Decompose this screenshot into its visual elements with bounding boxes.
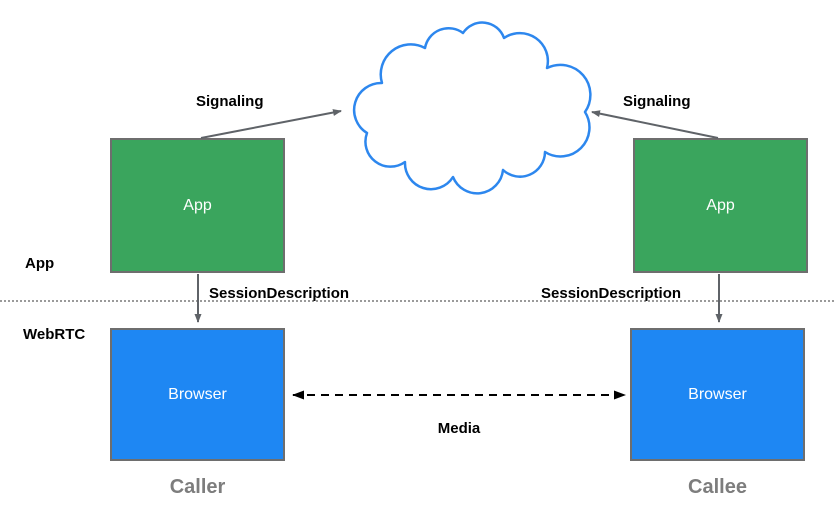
caller-caption: Caller — [169, 476, 226, 498]
callee-app-box: App — [633, 138, 808, 273]
caller-browser-box: Browser — [110, 328, 285, 461]
signaling-label-left: Signaling — [196, 93, 264, 110]
sessiondescription-label-left: SessionDescription — [209, 285, 350, 302]
app-layer-label: App — [25, 255, 55, 272]
caller-app-box-label: App — [183, 196, 212, 214]
callee-app-box-label: App — [706, 196, 735, 214]
callee-browser-box: Browser — [630, 328, 805, 461]
caller-browser-box-label: Browser — [168, 385, 227, 403]
caller-app-box: App — [110, 138, 285, 273]
sessiondescription-label-right: SessionDescription — [541, 285, 682, 302]
signaling-arrow-left — [200, 109, 342, 139]
media-label: Media — [437, 420, 481, 437]
signaling-cloud-icon — [352, 21, 592, 195]
app-webrtc-divider-line — [0, 300, 834, 302]
callee-browser-box-label: Browser — [688, 385, 747, 403]
signaling-arrow-right — [591, 110, 719, 139]
signaling-label-right: Signaling — [623, 93, 691, 110]
webrtc-layer-label: WebRTC — [23, 326, 86, 343]
callee-caption: Callee — [688, 476, 747, 498]
